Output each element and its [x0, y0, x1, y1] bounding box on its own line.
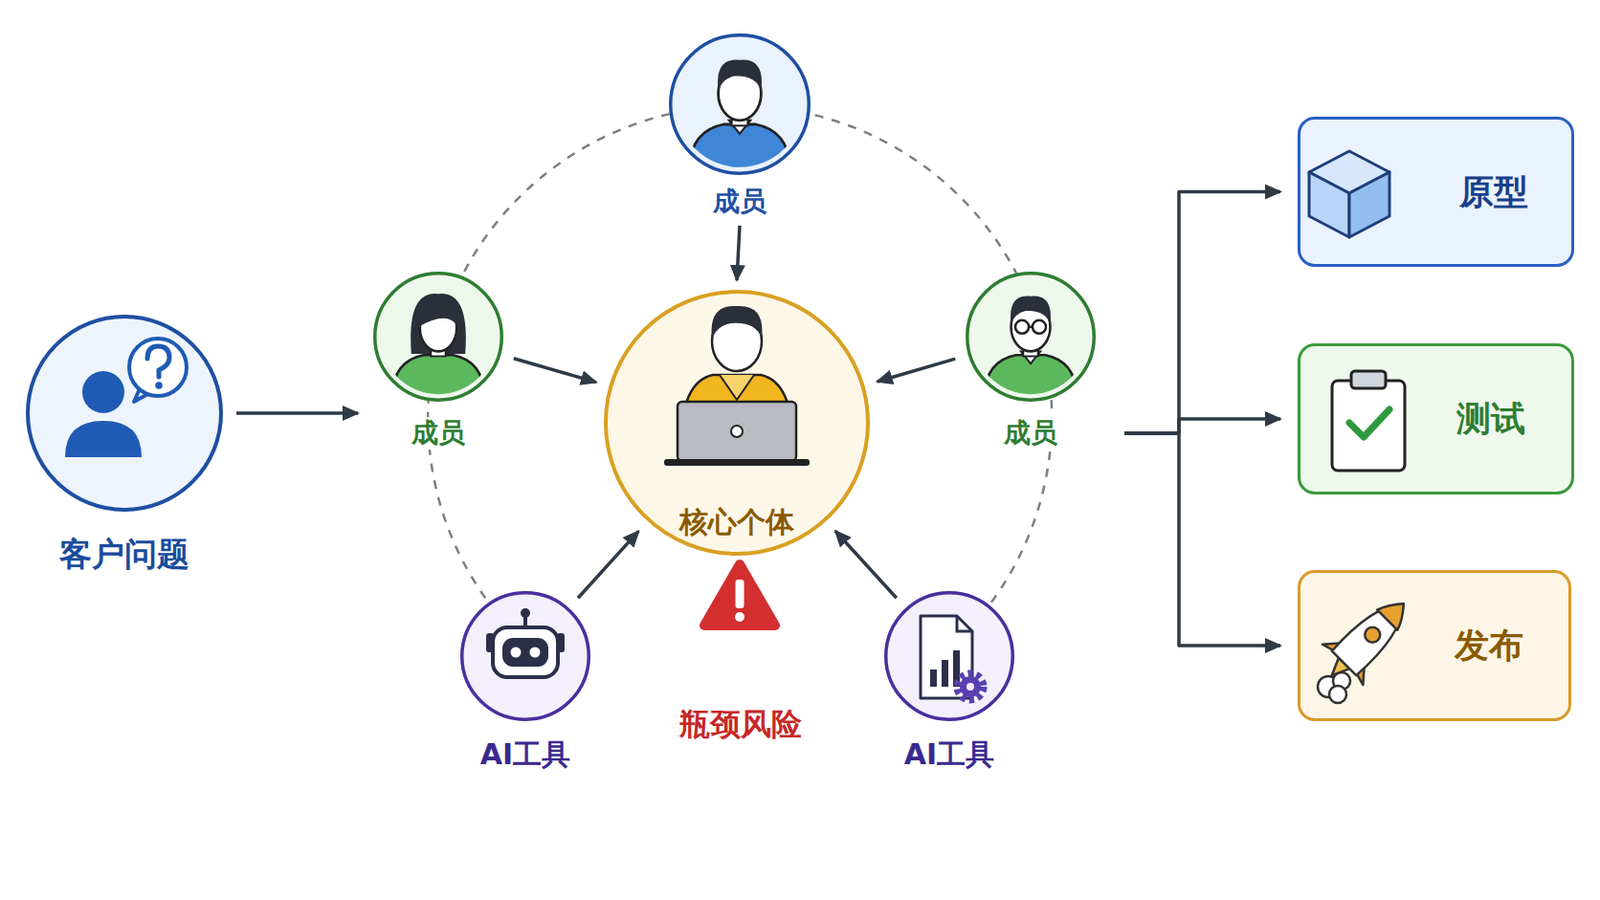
arrow-connector — [236, 411, 358, 416]
ai-tool-circle: AI工具 — [884, 591, 1015, 722]
arrow-connector — [1124, 192, 1281, 435]
node-label: 客户问题 — [53, 534, 196, 575]
node-label: 成员 — [998, 417, 1064, 450]
member-icon — [391, 293, 485, 401]
circle-outline — [27, 316, 222, 511]
circle-fill — [884, 591, 1015, 722]
node-label: AI工具 — [474, 737, 577, 773]
ai-tool-circle: AI工具 — [460, 591, 591, 722]
member-icon — [688, 60, 791, 175]
arrow-connector — [877, 358, 956, 382]
circle-outline — [670, 35, 810, 175]
circle-fill — [603, 289, 870, 556]
customer-circle: 客户问题 — [25, 314, 223, 512]
output-box: 发布 — [1297, 570, 1572, 722]
warning-icon — [704, 564, 776, 626]
box-label: 原型 — [1459, 171, 1529, 213]
customer-icon — [65, 338, 187, 458]
core-person-icon — [664, 306, 810, 467]
member-circle: 成员 — [668, 33, 811, 176]
circle-outline — [462, 593, 590, 721]
node-label: AI工具 — [898, 737, 1000, 773]
robot-icon — [486, 608, 565, 678]
arrow-connector — [1124, 419, 1281, 434]
member-circle: 成员 — [373, 271, 504, 402]
member-circle: 成员 — [965, 271, 1096, 402]
arrow-connector — [835, 531, 897, 599]
box-label: 测试 — [1456, 398, 1526, 440]
circle-outline — [375, 273, 503, 401]
node-label: 核心个体 — [679, 505, 795, 540]
circle-outline — [460, 591, 591, 722]
circle-fill — [25, 314, 223, 512]
arrow-connector — [736, 225, 740, 281]
circle-outline — [884, 591, 1015, 722]
cube-icon — [1309, 151, 1390, 238]
circle-outline — [965, 271, 1096, 402]
node-label: 成员 — [707, 185, 773, 219]
warning-label: 瓶颈风险 — [679, 706, 802, 743]
circle-outline — [668, 33, 811, 176]
rocket-icon — [1311, 583, 1424, 704]
circle-outline — [605, 291, 868, 555]
circle-outline — [25, 314, 223, 512]
output-box: 原型 — [1297, 116, 1575, 267]
member-icon — [983, 296, 1077, 401]
circle-outline — [373, 271, 504, 402]
circle-fill — [965, 271, 1096, 402]
output-box: 测试 — [1297, 343, 1575, 495]
circle-fill — [668, 33, 811, 176]
arrow-connector — [577, 531, 639, 599]
report-icon — [920, 616, 984, 701]
box-fill — [1297, 343, 1575, 495]
circle-fill — [373, 271, 504, 402]
dashed-ring — [427, 106, 1052, 653]
arrow-connector — [513, 358, 597, 383]
arrow-connector — [1124, 433, 1281, 646]
circle-outline — [967, 273, 1095, 401]
box-label: 发布 — [1454, 624, 1524, 667]
node-label: 成员 — [405, 417, 471, 450]
circle-outline — [886, 593, 1014, 721]
core-circle: 核心个体 — [603, 289, 870, 556]
box-fill — [1297, 116, 1575, 267]
circle-fill — [460, 591, 591, 722]
box-fill — [1297, 570, 1572, 722]
clipboard-icon — [1332, 371, 1405, 471]
